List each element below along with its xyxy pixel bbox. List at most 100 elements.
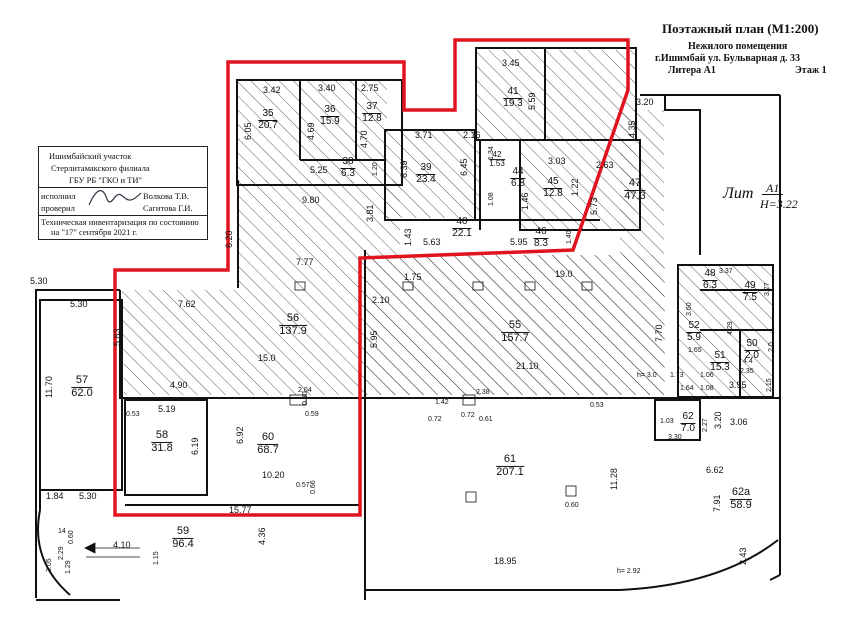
dim-label: 4.36 (257, 527, 267, 545)
dim-label: 4.70 (359, 130, 369, 148)
dim-label: 0.66 (310, 480, 317, 494)
dim-label: 1.84 (46, 491, 64, 501)
dim-label: 7.91 (712, 494, 722, 512)
dim-label: 7.77 (296, 257, 314, 267)
dim-label: 3.95 (729, 380, 747, 390)
dim-label: 6.19 (190, 437, 200, 455)
dim-label: 5.95 (510, 237, 528, 247)
dim-label: 3.60 (686, 302, 693, 316)
dim-label: 1.75 (404, 272, 422, 282)
dim-label: 1.08 (488, 192, 495, 206)
dim-label: 4.69 (306, 122, 316, 140)
dim-label: 4.35 (627, 120, 637, 138)
dim-label: 1.46 (520, 192, 530, 210)
dim-label: 21.10 (516, 361, 539, 371)
dim-label: 7.70 (654, 324, 664, 342)
dim-label: 3.06 (730, 417, 748, 427)
dim-label: 5.59 (527, 92, 537, 110)
dim-label: 4.4 (743, 358, 753, 365)
hatched-areas (122, 50, 773, 397)
dim-label: 5.73 (589, 197, 599, 215)
dim-label: 0.72 (461, 412, 475, 419)
dim-label: 0.72 (428, 416, 442, 423)
dim-label: 0.59 (305, 411, 319, 418)
title-block-stamp: Ишимбайский участок Стерлитамакского фил… (38, 146, 208, 240)
dim-label: 3.30 (668, 434, 682, 441)
dim-label: 1.40 (566, 230, 573, 244)
dim-label: 6.45 (459, 158, 469, 176)
stamp-note1: Техническая инвентаризация по состоянию (41, 217, 199, 227)
lit-height: Н=3.22 (760, 197, 798, 211)
dim-label: 15.77 (229, 505, 252, 515)
plan-floor: Этаж 1 (795, 65, 827, 76)
dim-label: 1.22 (570, 178, 580, 196)
dim-label: 2.0 (768, 342, 775, 352)
dim-label: 3.77 (764, 282, 771, 296)
dim-label: 1.42 (435, 399, 449, 406)
dim-label: 2.63 (596, 160, 614, 170)
dim-label: 1.15 (153, 551, 160, 565)
dim-label: 5.95 (369, 330, 379, 348)
dim-label: 6.20 (224, 230, 234, 248)
dim-label: 3.20 (713, 411, 723, 429)
dim-label: 3.20 (636, 97, 654, 107)
dim-label: 5.63 (423, 237, 441, 247)
dim-label: 11.70 (44, 376, 54, 398)
dim-label: 19.0 (555, 269, 573, 279)
dim-label: 4.29 (727, 321, 734, 335)
dim-label: 2.43 (738, 547, 748, 565)
dim-label: 0.61 (479, 416, 493, 423)
dim-label: 9.80 (302, 195, 320, 205)
dim-label: 3.05 (46, 558, 53, 572)
dim-label: 2.27 (702, 418, 709, 432)
dim-label: 3.45 (502, 58, 520, 68)
plan-title: Поэтажный план (M1:200) (662, 21, 819, 36)
dim-label: 11.28 (609, 468, 619, 490)
dim-label: 4.10 (113, 540, 131, 550)
dim-label: 6.92 (235, 426, 245, 444)
dim-label: 6.62 (706, 465, 724, 475)
dim-label: 0.53 (590, 402, 604, 409)
dim-label: 0.53 (126, 411, 140, 418)
dim-label: 1.08 (700, 385, 714, 392)
dim-label: 0.60 (565, 502, 579, 509)
stamp-divider (39, 187, 207, 188)
dim-label: 1.65 (688, 347, 702, 354)
dim-label: 2.04 (298, 387, 312, 394)
dim-label: 1.73 (670, 372, 684, 379)
dim-label: 5.30 (30, 276, 48, 286)
dim-label: 3.81 (365, 204, 375, 222)
dim-label: 1.20 (372, 162, 379, 176)
highlighted-area-outline (113, 38, 630, 517)
dim-label: 5.30 (79, 491, 97, 501)
stamp-line3: ГБУ РБ "ГКО и ТИ" (69, 175, 142, 185)
dim-label: h= 3.0 (637, 372, 657, 379)
dim-label: 10.20 (262, 470, 285, 480)
dim-label: 3.42 (263, 85, 281, 95)
stamp-executed-name: Волкова Т.В. (143, 191, 190, 201)
dim-label: 5.19 (158, 404, 176, 414)
dim-label: 1.03 (660, 418, 674, 425)
dim-label: 1.43 (403, 228, 413, 246)
dim-label: 0.57 (296, 482, 310, 489)
dim-label: h= 2.92 (617, 568, 641, 575)
plan-litera: Литера А1 (668, 65, 716, 76)
